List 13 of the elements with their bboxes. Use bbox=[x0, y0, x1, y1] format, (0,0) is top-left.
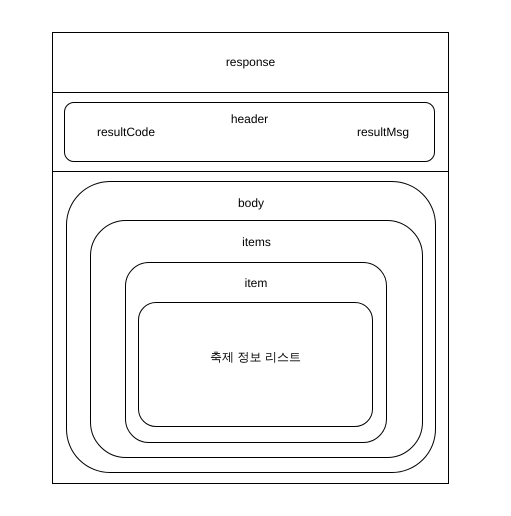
field-label: resultCode bbox=[97, 125, 156, 139]
body-box bbox=[66, 181, 436, 473]
box-title: item bbox=[244, 276, 268, 290]
field-label: resultMsg bbox=[356, 125, 409, 139]
header-box bbox=[64, 102, 435, 162]
box-title: items bbox=[241, 235, 272, 249]
box-title: header bbox=[230, 112, 270, 126]
list-box bbox=[138, 302, 373, 427]
item-box bbox=[125, 262, 387, 443]
box-title: 축제 정보 리스트 bbox=[209, 349, 302, 366]
box-title: body bbox=[236, 196, 266, 210]
items-box bbox=[90, 220, 423, 458]
box-title: response bbox=[224, 55, 276, 69]
